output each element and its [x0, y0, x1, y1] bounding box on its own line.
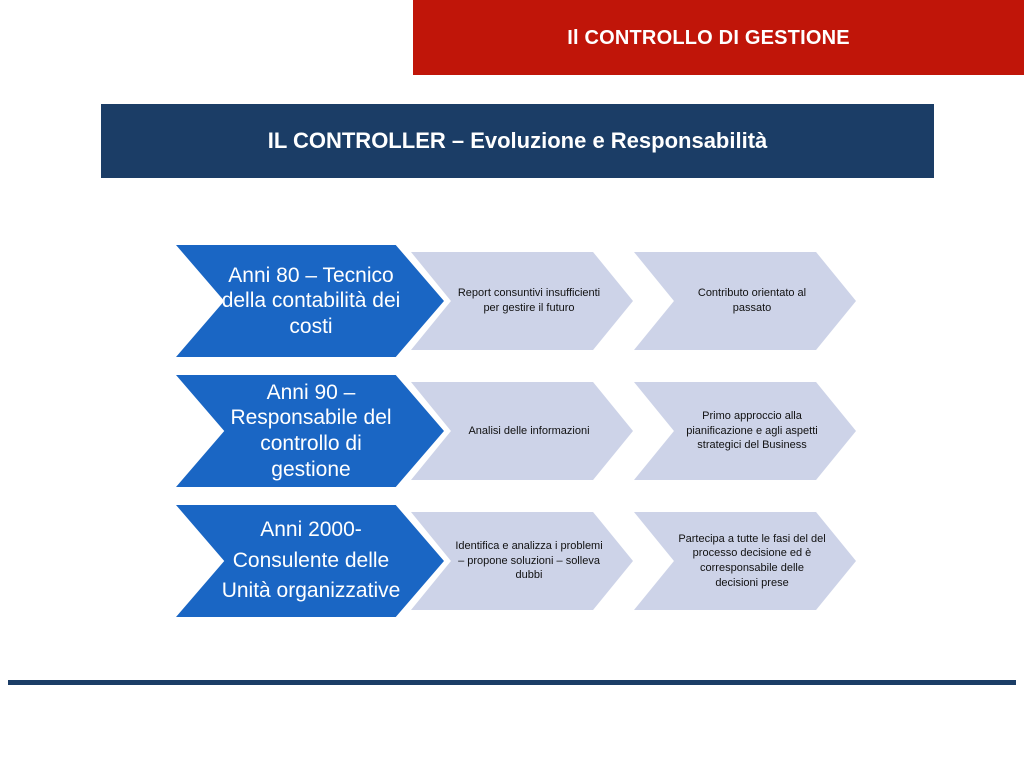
- right-chevron-1-label: Contributo orientato al passato: [697, 287, 807, 314]
- era-chevron-2-label: Anni 90 – Responsabile del controllo di …: [230, 380, 392, 481]
- right-chevron-1[interactable]: Contributo orientato al passato: [634, 252, 856, 350]
- subtitle-text: IL CONTROLLER – Evoluzione e Responsabil…: [267, 128, 768, 154]
- header-title: Il CONTROLLO DI GESTIONE: [567, 26, 850, 49]
- right-chevron-3[interactable]: Partecipa a tutte le fasi del del proces…: [634, 512, 856, 610]
- middle-chevron-1[interactable]: Report consuntivi insufficienti per gest…: [411, 252, 633, 350]
- header-banner: Il CONTROLLO DI GESTIONE: [413, 0, 1024, 75]
- chevron-row-2: Anni 90 – Responsabile del controllo di …: [0, 375, 1024, 487]
- era-chevron-1-label: Anni 80 – Tecnico della contabilità dei …: [221, 263, 401, 338]
- right-chevron-3-label: Partecipa a tutte le fasi del del proces…: [678, 532, 826, 589]
- chevron-row-3: Anni 2000- Consulente delle Unità organi…: [0, 505, 1024, 617]
- right-chevron-2[interactable]: Primo approccio alla pianificazione e ag…: [634, 382, 856, 480]
- right-chevron-2-label: Primo approccio alla pianificazione e ag…: [686, 410, 818, 452]
- era-chevron-3-label: Anni 2000- Consulente delle Unità organi…: [221, 518, 401, 603]
- middle-chevron-3-label: Identifica e analizza i problemi – propo…: [455, 540, 603, 582]
- era-chevron-2[interactable]: Anni 90 – Responsabile del controllo di …: [176, 375, 444, 487]
- middle-chevron-3[interactable]: Identifica e analizza i problemi – propo…: [411, 512, 633, 610]
- subtitle-banner: IL CONTROLLER – Evoluzione e Responsabil…: [101, 104, 934, 178]
- middle-chevron-1-label: Report consuntivi insufficienti per gest…: [457, 287, 601, 314]
- footer-rule: [8, 680, 1016, 685]
- era-chevron-3[interactable]: Anni 2000- Consulente delle Unità organi…: [176, 505, 444, 617]
- era-chevron-1[interactable]: Anni 80 – Tecnico della contabilità dei …: [176, 245, 444, 357]
- chevron-row-1: Anni 80 – Tecnico della contabilità dei …: [0, 245, 1024, 357]
- middle-chevron-2[interactable]: Analisi delle informazioni: [411, 382, 633, 480]
- middle-chevron-2-label: Analisi delle informazioni: [468, 424, 590, 437]
